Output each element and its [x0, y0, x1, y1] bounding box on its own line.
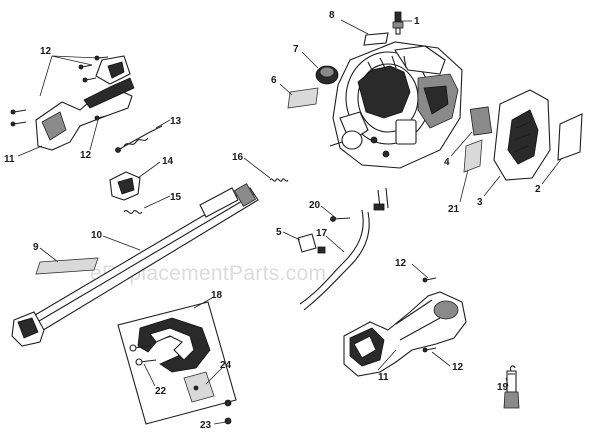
callout-17: 17: [316, 228, 328, 239]
part-15-trigger-spring: [123, 210, 143, 214]
part-7-fuel-cap: [315, 65, 339, 85]
callout-21: 21: [448, 204, 460, 215]
part-9-shaft-decal: [35, 257, 99, 275]
part-24-bracket: [183, 371, 215, 403]
part-1-spark-plug: [392, 11, 404, 35]
part-12-screws-upper: [10, 55, 109, 127]
callout-11-bottom: 11: [378, 372, 389, 383]
part-11-upper-handle: [35, 55, 135, 151]
part-22-screws: [129, 344, 157, 366]
callout-24: 24: [220, 360, 232, 371]
callout-2: 2: [535, 184, 541, 195]
callout-12-top: 12: [40, 46, 52, 57]
callout-19: 19: [497, 382, 509, 393]
callout-13: 13: [170, 116, 182, 127]
callout-labels: 8 1 7 6 12 11 12 13 16 14 15 4 21 3 2 10…: [4, 10, 541, 431]
callout-15: 15: [170, 192, 182, 203]
callout-12-bottom: 12: [452, 362, 464, 373]
callout-6: 6: [271, 75, 277, 86]
part-8-decal: [363, 32, 389, 46]
callout-20: 20: [309, 200, 321, 211]
part-6-decal: [287, 87, 319, 109]
callout-18: 18: [211, 290, 223, 301]
part-12-screws-lower: [422, 277, 437, 353]
callout-16: 16: [232, 152, 244, 163]
part-20-screw: [330, 216, 351, 222]
callout-10: 10: [91, 230, 103, 241]
part-18-kit-outline: [117, 301, 237, 425]
callout-9: 9: [33, 242, 39, 253]
callout-1: 1: [414, 16, 420, 27]
callout-12-mid: 12: [80, 150, 92, 161]
part-13-throttle-cable: [115, 125, 163, 153]
engine-assembly: [329, 41, 463, 169]
part-19-pin: [503, 365, 520, 409]
part-21-filter-element: [463, 139, 483, 173]
part-14-throttle-trigger: [109, 171, 141, 201]
part-11-handle-housing: [343, 291, 467, 377]
part-4-air-filter: [469, 106, 493, 136]
callout-11-top: 11: [4, 154, 15, 165]
callout-14: 14: [162, 156, 174, 167]
part-5-ignition-module: [297, 233, 326, 254]
callout-12-right: 12: [395, 258, 407, 269]
callout-23: 23: [200, 420, 212, 431]
part-18-bumper-grip: [137, 317, 211, 373]
callout-4: 4: [444, 157, 450, 168]
callout-7: 7: [293, 44, 299, 55]
part-23-nut: [224, 399, 232, 425]
part-3-air-filter-cover: [493, 89, 551, 181]
leader-lines: [17, 19, 563, 425]
part-16-spring: [269, 178, 289, 182]
watermark-text: eReplacementParts.com: [90, 262, 326, 285]
callout-3: 3: [477, 197, 483, 208]
part-10-shaft-tube: [11, 183, 259, 347]
callout-5: 5: [276, 227, 282, 238]
part-17-wire-harness: [299, 187, 389, 311]
part-2-decal: [557, 113, 583, 161]
callout-8: 8: [329, 10, 335, 21]
callout-22: 22: [155, 386, 167, 397]
